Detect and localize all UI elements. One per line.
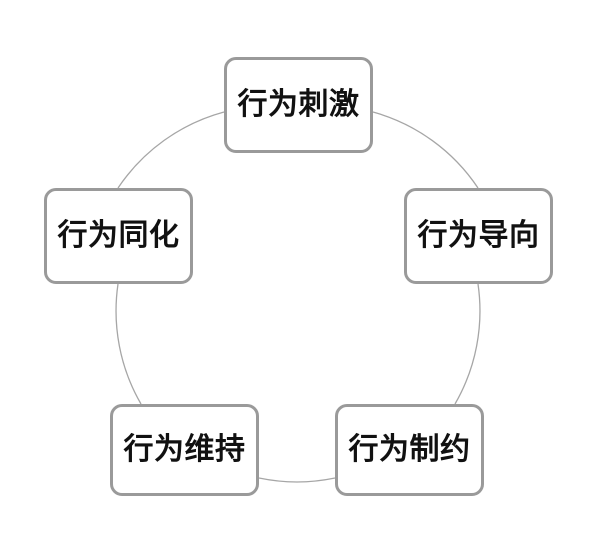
cycle-node-label: 行为刺激 bbox=[237, 87, 360, 122]
cycle-node-behavior-maintenance[interactable]: 行为维持 bbox=[110, 404, 259, 496]
cycle-node-behavior-constraint[interactable]: 行为制约 bbox=[335, 404, 484, 496]
cycle-node-label: 行为维持 bbox=[123, 432, 246, 467]
cycle-node-behavior-orientation[interactable]: 行为导向 bbox=[404, 188, 553, 284]
cycle-node-label: 行为制约 bbox=[348, 432, 471, 467]
cycle-node-behavior-assimilation[interactable]: 行为同化 bbox=[44, 188, 193, 284]
cycle-node-label: 行为导向 bbox=[417, 218, 540, 253]
connector-arc-top-to-right bbox=[372, 111, 479, 189]
cycle-node-label: 行为同化 bbox=[57, 218, 180, 253]
connector-arc-left-to-top bbox=[117, 111, 225, 189]
connector-arc-bottom-right-to-bottom-left bbox=[258, 477, 336, 483]
connector-arc-bottom-left-to-left bbox=[115, 283, 142, 405]
cycle-node-behavior-stimulus[interactable]: 行为刺激 bbox=[224, 57, 373, 153]
connector-arc-right-to-bottom-right bbox=[454, 283, 481, 405]
